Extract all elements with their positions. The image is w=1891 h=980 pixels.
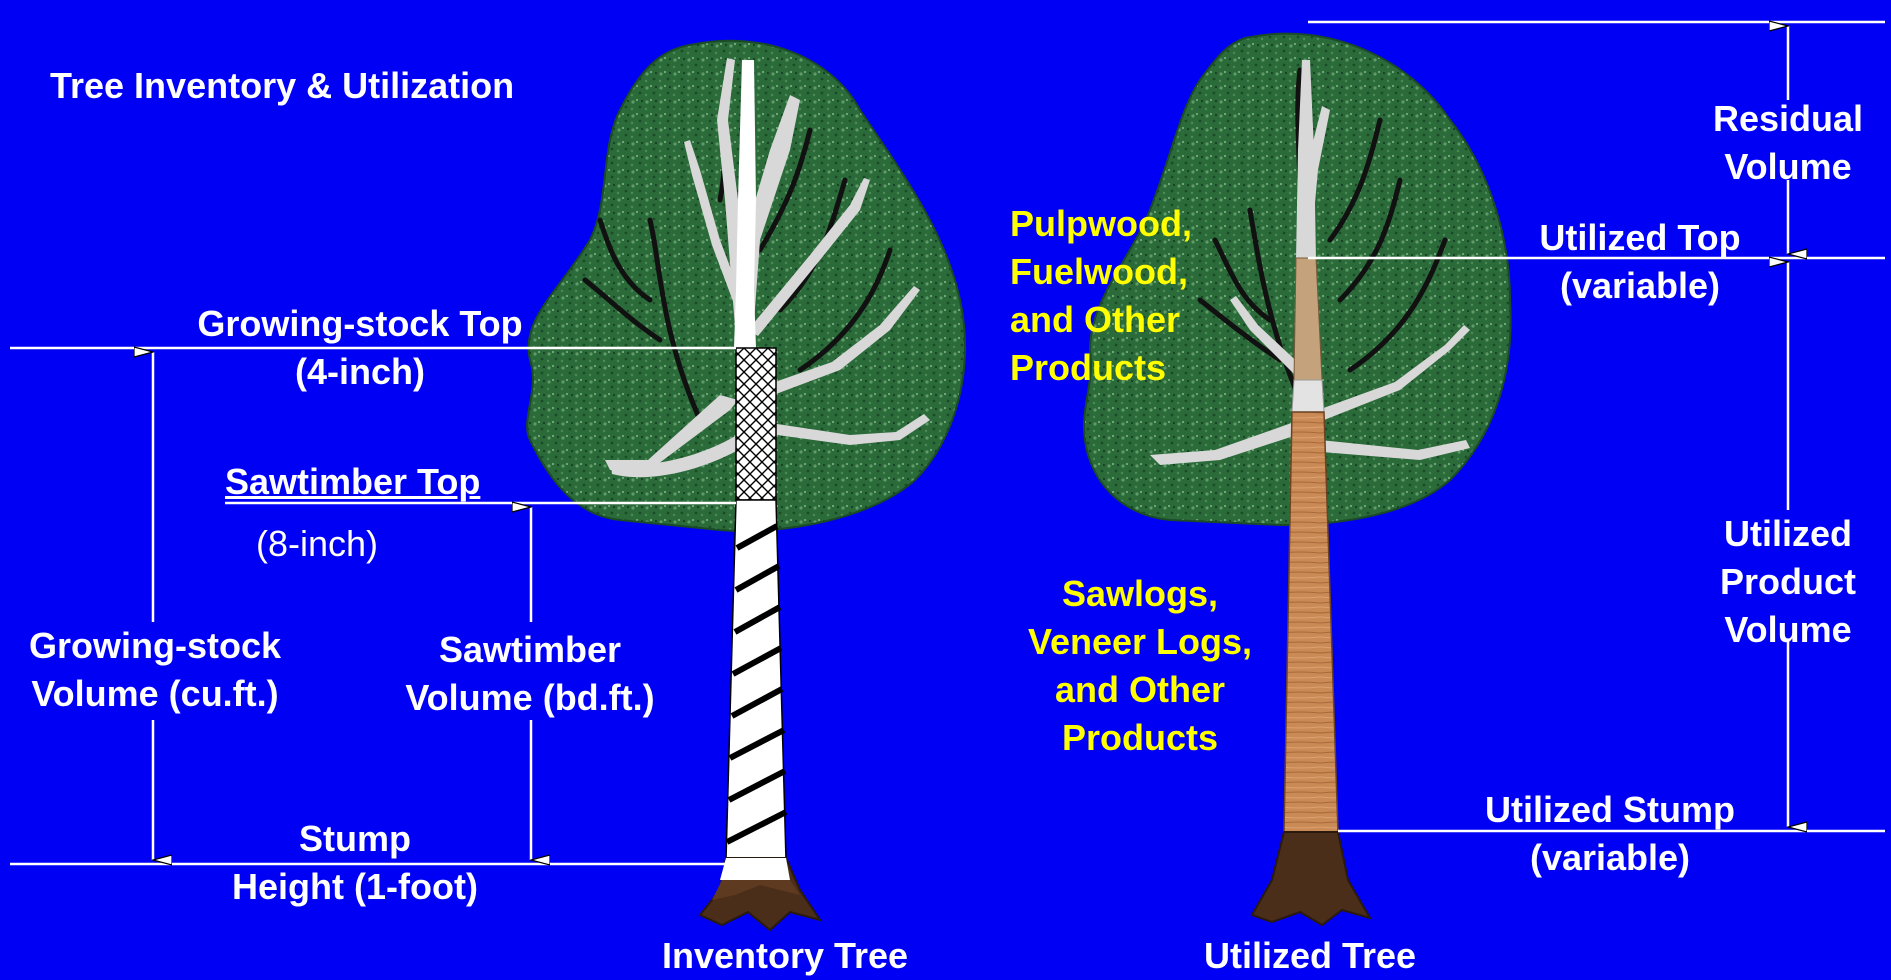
pulpwood-line2: Fuelwood, <box>1010 248 1192 296</box>
utilized-top-label: Utilized Top (variable) <box>1505 214 1775 310</box>
inventory-tree-caption: Inventory Tree <box>605 932 965 980</box>
page-title: Tree Inventory & Utilization <box>50 62 514 110</box>
growing-stock-top-text: Growing-stock Top <box>160 300 560 348</box>
pulpwood-label: Pulpwood, Fuelwood, and Other Products <box>1010 200 1192 392</box>
residual-volume-line2: Volume <box>1688 143 1888 191</box>
utilized-product-volume-line3: Volume <box>1688 606 1888 654</box>
stump-height-line2: Height (1-foot) <box>200 863 510 911</box>
utilized-stump-text: Utilized Stump <box>1460 786 1760 834</box>
growing-stock-top-label: Growing-stock Top (4-inch) <box>160 300 560 396</box>
utilized-stump <box>1252 832 1370 925</box>
growing-stock-volume-line1: Growing-stock <box>0 622 310 670</box>
utilized-top-sub: (variable) <box>1505 262 1775 310</box>
sawtimber-top-label: Sawtimber Top <box>225 458 480 506</box>
utilized-tree-graphic <box>1084 34 1511 925</box>
pulpwood-line4: Products <box>1010 344 1192 392</box>
utilized-tree-caption: Utilized Tree <box>1160 932 1460 980</box>
growing-stock-top-sub: (4-inch) <box>160 348 560 396</box>
sawtimber-top-sub: (8-inch) <box>256 520 378 568</box>
sawlogs-line3: and Other <box>1000 666 1280 714</box>
utilized-product-volume-line2: Product <box>1688 558 1888 606</box>
residual-volume-label: Residual Volume <box>1688 95 1888 191</box>
utilized-stump-label: Utilized Stump (variable) <box>1460 786 1760 882</box>
growing-stock-volume-line2: Volume (cu.ft.) <box>0 670 310 718</box>
growing-stock-volume-label: Growing-stock Volume (cu.ft.) <box>0 622 310 718</box>
utilized-stump-sub: (variable) <box>1460 834 1760 882</box>
inventory-tree-graphic <box>527 41 965 930</box>
utilized-top-text: Utilized Top <box>1505 214 1775 262</box>
sawtimber-volume-line2: Volume (bd.ft.) <box>380 674 680 722</box>
sawtimber-volume-label: Sawtimber Volume (bd.ft.) <box>380 626 680 722</box>
utilized-product-volume-label: Utilized Product Volume <box>1688 510 1888 654</box>
residual-volume-line1: Residual <box>1688 95 1888 143</box>
sawlogs-line1: Sawlogs, <box>1000 570 1280 618</box>
pulpwood-line3: and Other <box>1010 296 1192 344</box>
inventory-sawtimber-section <box>726 500 786 860</box>
sawlogs-line4: Products <box>1000 714 1280 762</box>
stump-height-label: Stump Height (1-foot) <box>200 815 510 911</box>
sawtimber-volume-line1: Sawtimber <box>380 626 680 674</box>
utilized-product-volume-line1: Utilized <box>1688 510 1888 558</box>
inventory-pulpwood-section <box>736 348 776 500</box>
pulpwood-line1: Pulpwood, <box>1010 200 1192 248</box>
sawlogs-line2: Veneer Logs, <box>1000 618 1280 666</box>
stump-height-line1: Stump <box>200 815 510 863</box>
sawlogs-label: Sawlogs, Veneer Logs, and Other Products <box>1000 570 1280 762</box>
